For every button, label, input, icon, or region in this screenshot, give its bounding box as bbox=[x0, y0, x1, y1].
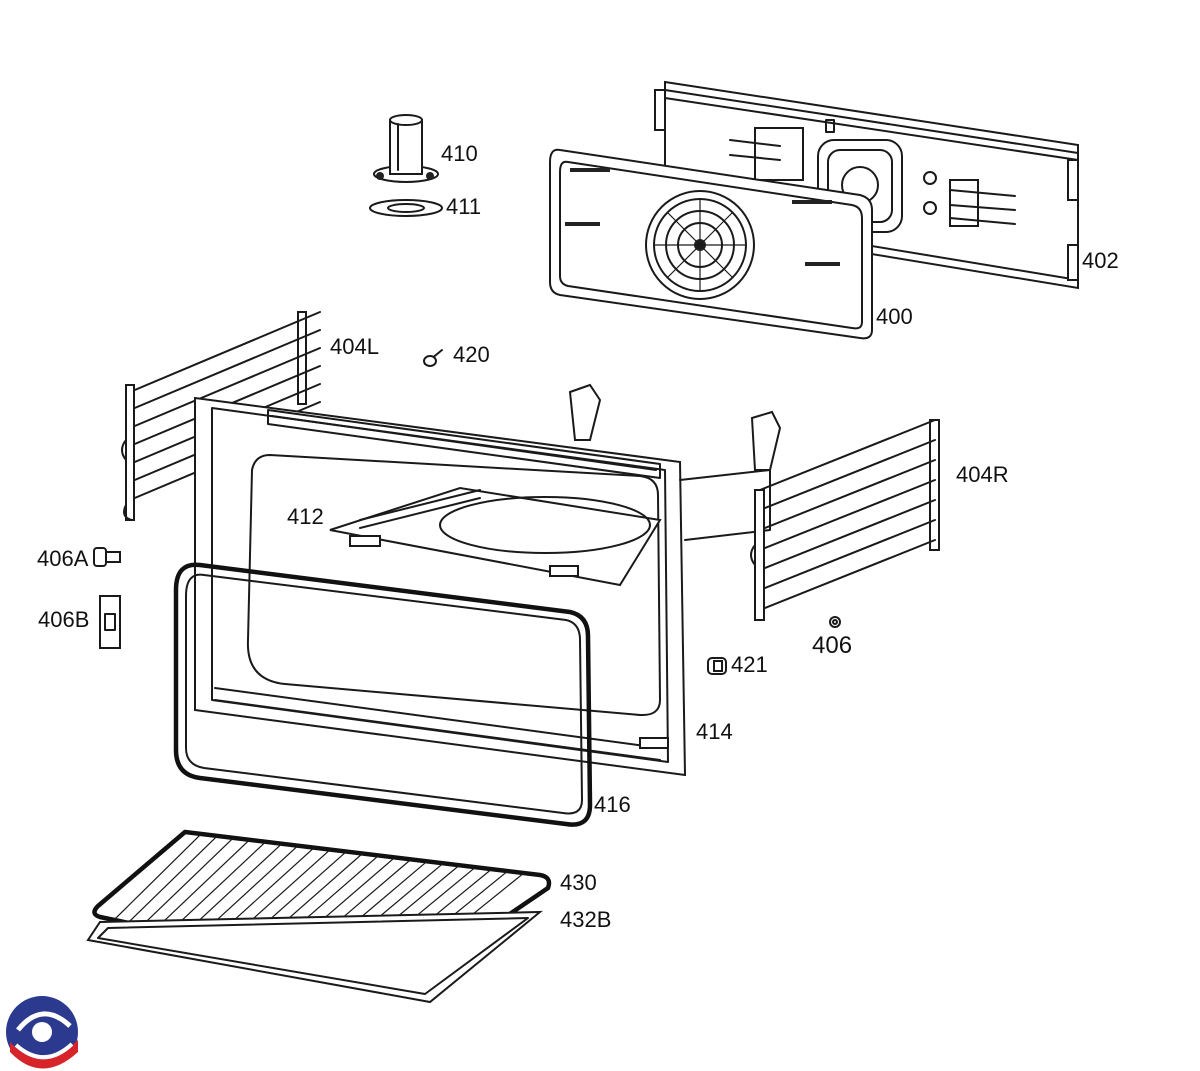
gasket-ring-drawing bbox=[369, 199, 443, 217]
label-406a: 406A bbox=[37, 546, 89, 571]
screw-420-drawing bbox=[423, 349, 443, 367]
right-shelf-support-drawing bbox=[750, 419, 940, 621]
nut-406-drawing bbox=[829, 616, 841, 628]
oven-cavity-drawing bbox=[194, 383, 782, 777]
screw-406a-drawing bbox=[93, 547, 121, 567]
label-410: 410 bbox=[441, 141, 478, 166]
rack-bar bbox=[170, 841, 267, 932]
label-430: 430 bbox=[560, 870, 597, 895]
label-402: 402 bbox=[1082, 248, 1119, 273]
label-414: 414 bbox=[696, 719, 733, 744]
plug-421-drawing bbox=[707, 657, 727, 675]
baking-tray-drawing bbox=[86, 910, 543, 1004]
rack-bar bbox=[127, 835, 218, 924]
door-seal-drawing bbox=[173, 562, 593, 827]
rack-bar bbox=[113, 833, 202, 921]
label-416: 416 bbox=[594, 792, 631, 817]
lamp-housing-drawing bbox=[373, 114, 439, 183]
label-412: 412 bbox=[287, 504, 324, 529]
label-411: 411 bbox=[446, 194, 482, 219]
label-404l: 404L bbox=[330, 334, 379, 359]
label-406b: 406B bbox=[38, 607, 90, 632]
label-420: 420 bbox=[453, 342, 490, 367]
label-421: 421 bbox=[731, 652, 768, 677]
label-400: 400 bbox=[876, 304, 913, 329]
brand-logo bbox=[6, 996, 78, 1069]
rack-bar bbox=[141, 837, 234, 926]
label-406: 406 bbox=[812, 632, 853, 659]
rack-bar bbox=[155, 839, 250, 929]
label-404r: 404R bbox=[956, 462, 1009, 487]
fan-cover-panel-drawing bbox=[549, 148, 873, 340]
bracket-406b-drawing bbox=[99, 595, 121, 649]
label-432b: 432B bbox=[560, 907, 612, 932]
bottom-heater-drawing bbox=[329, 486, 662, 587]
